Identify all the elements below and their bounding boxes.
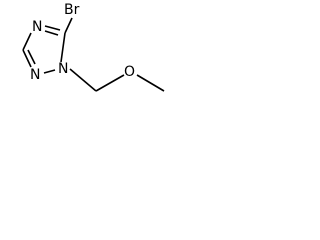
- bond-n1-c5: [60, 32, 66, 63]
- atom-label-nitrogen-ring-1: N: [58, 61, 68, 77]
- bond-n2-n1: [43, 69, 56, 74]
- atom-label-nitrogen-bottom: N: [30, 67, 40, 83]
- atom-label-oxygen: O: [124, 64, 135, 80]
- bond-ch2-o: [95, 74, 125, 92]
- bond-o-ch3: [136, 74, 165, 92]
- atom-label-bromine: Br: [64, 2, 80, 18]
- bond-c3-n2: [22, 49, 32, 68]
- bond-c3-n2-double: [27, 49, 36, 65]
- atom-label-nitrogen-top: N: [32, 19, 42, 35]
- bond-n1-ch2: [69, 68, 97, 92]
- bond-c5-n4: [44, 25, 61, 31]
- structure-diagram: Br N N N O: [22, 2, 165, 92]
- bond-n4-c3: [22, 32, 32, 51]
- bond-c5-n4-double: [44, 30, 59, 36]
- bond-c5-br: [64, 17, 73, 34]
